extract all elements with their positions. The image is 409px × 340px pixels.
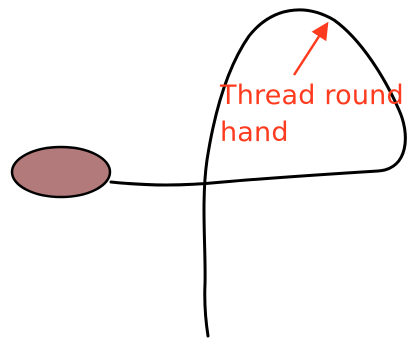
annotation-text-line-1: Thread round: [219, 80, 404, 111]
needle-oval: [10, 145, 112, 199]
annotation-arrow: [292, 21, 329, 76]
thread-path: [109, 8, 407, 338]
annotation-text-line-2: hand: [220, 117, 289, 148]
